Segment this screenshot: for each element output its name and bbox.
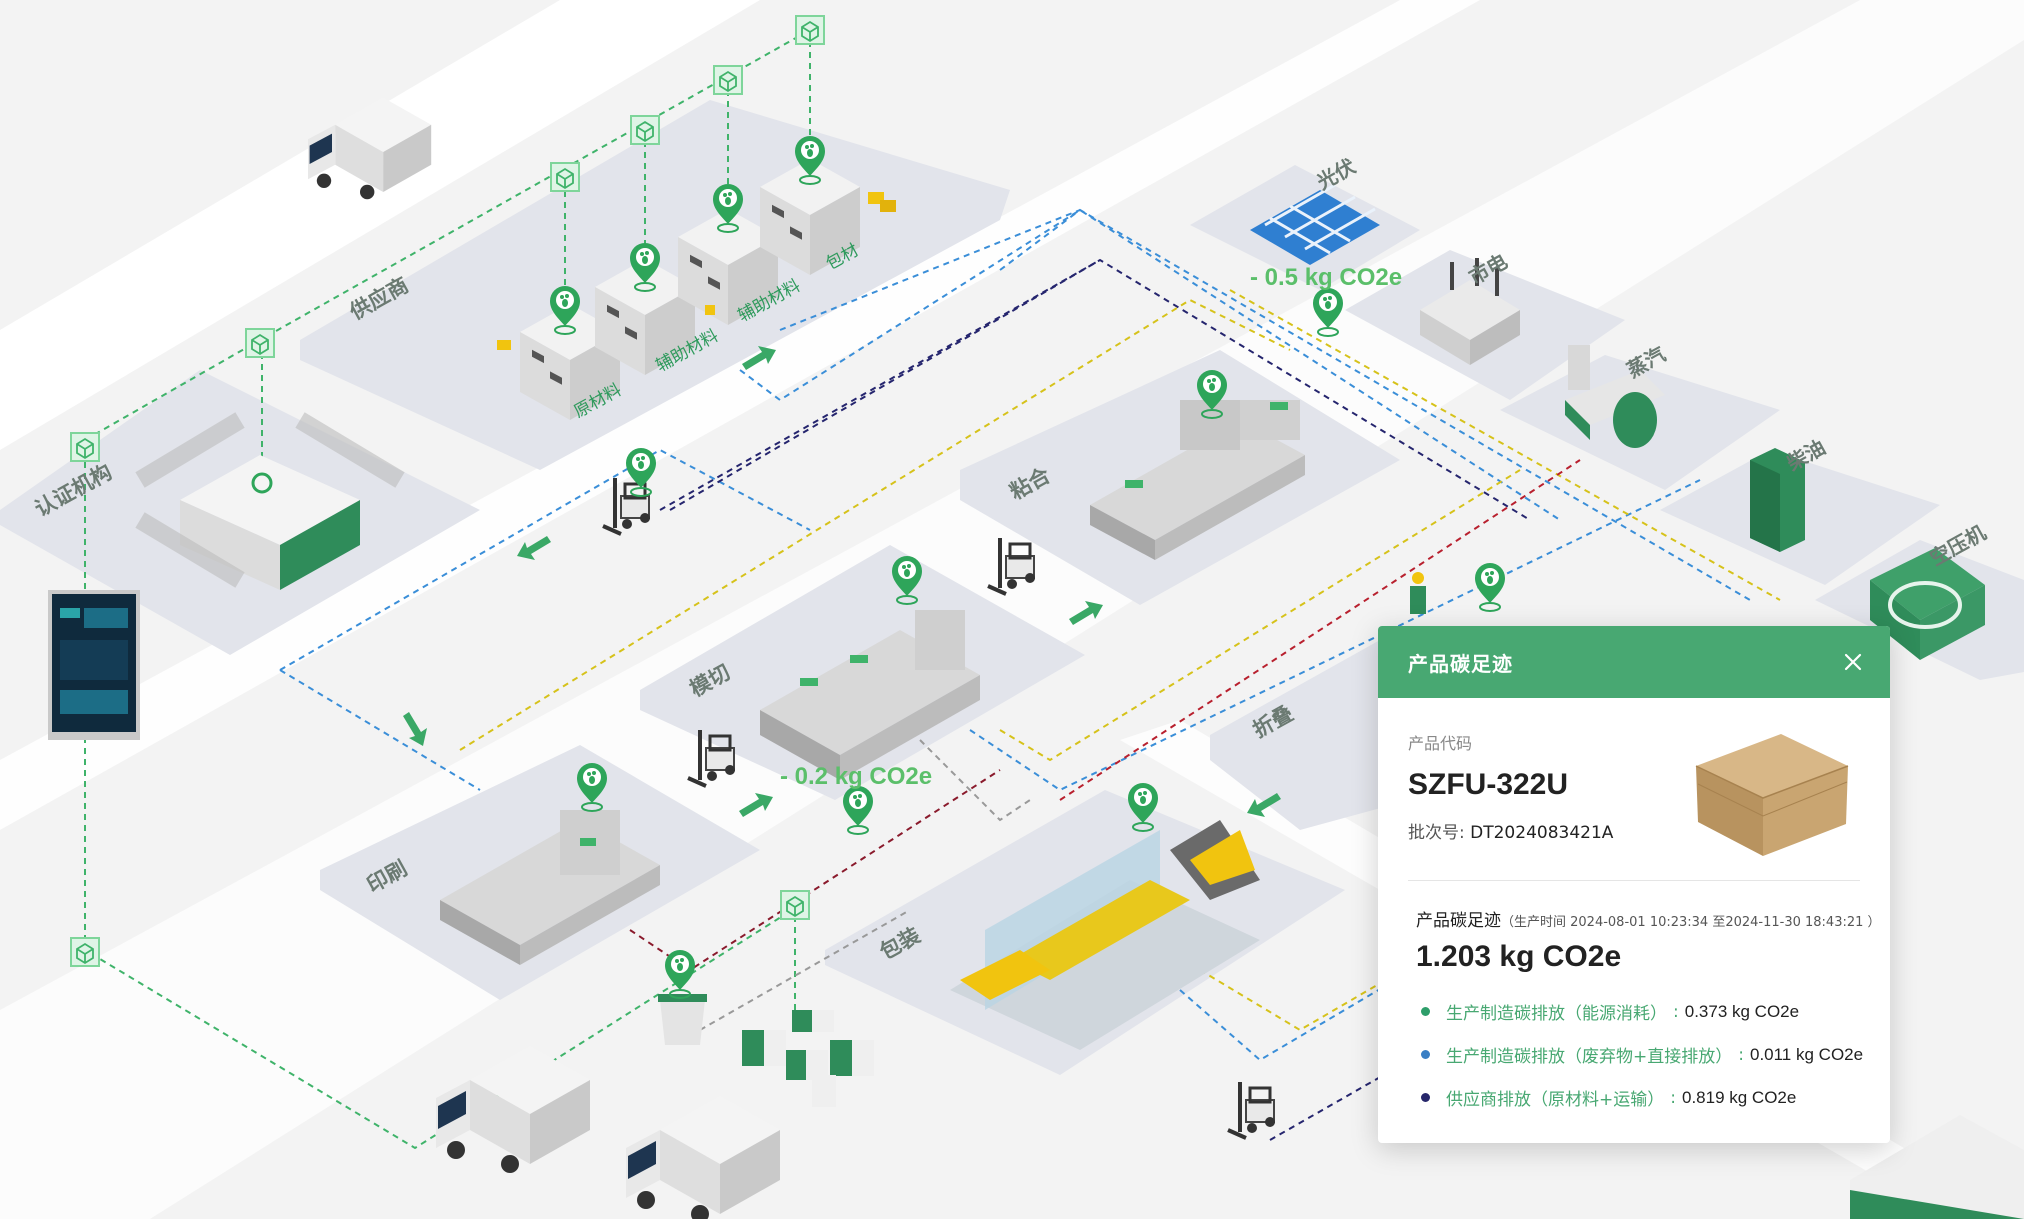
close-icon <box>1844 653 1862 671</box>
list-item: 生产制造碳排放（废弃物+直接排放） : 0.011 kg CO2e <box>1416 1033 1863 1076</box>
bonding-machine <box>1090 400 1305 560</box>
footprint-breakdown: 生产制造碳排放（能源消耗） : 0.373 kg CO2e 生产制造碳排放（废弃… <box>1416 990 1863 1119</box>
compressor-tank <box>1870 548 1985 660</box>
batch-row: 批次号: DT2024083421A <box>1408 818 1613 843</box>
product-box-image <box>1695 734 1849 856</box>
footprint-label: 产品碳足迹 <box>1416 911 1501 931</box>
batch-label: 批次号: <box>1408 823 1465 843</box>
solar-panels <box>1250 183 1380 265</box>
diecut-machine <box>760 610 980 780</box>
item-value: 0.011 kg CO2e <box>1749 1044 1864 1064</box>
close-button[interactable] <box>1838 647 1868 677</box>
boiler <box>1565 345 1665 448</box>
item-separator: : <box>1738 1044 1744 1065</box>
energy-dot <box>1421 1007 1430 1016</box>
item-separator: : <box>1673 1001 1679 1022</box>
list-item: 供应商排放（原材料+运输） : 0.819 kg CO2e <box>1416 1076 1863 1119</box>
folding-platform <box>1210 640 1410 830</box>
diesel-can <box>1750 448 1805 552</box>
modal-divider <box>1408 880 1860 881</box>
waste-dot <box>1421 1050 1430 1059</box>
co2-label-diecut: - 0.2 kg CO2e <box>780 763 932 790</box>
list-item: 生产制造碳排放（能源消耗） : 0.373 kg CO2e <box>1416 990 1863 1033</box>
supplier-dot <box>1421 1093 1430 1102</box>
footprint-time: （生产时间 2024-08-01 10:23:34 至2024-11-30 18… <box>1501 915 1881 930</box>
packaging-machine <box>950 820 1260 1050</box>
item-value: 0.819 kg CO2e <box>1681 1087 1797 1107</box>
item-name: 供应商排放（原材料+运输） <box>1446 1090 1665 1110</box>
carbon-footprint-modal: 产品碳足迹 产品代码 SZFU-322U 批次号: DT2024083421A … <box>1378 626 1890 1143</box>
product-code: SZFU-322U <box>1408 768 1569 801</box>
item-name: 生产制造碳排放（废弃物+直接排放） <box>1446 1047 1733 1067</box>
footprint-total: 1.203 kg CO2e <box>1416 940 1622 973</box>
item-value: 0.373 kg CO2e <box>1684 1001 1800 1021</box>
transformer <box>1420 258 1520 365</box>
footprint-header: 产品碳足迹（生产时间 2024-08-01 10:23:34 至2024-11-… <box>1416 906 1881 931</box>
item-separator: : <box>1670 1087 1676 1108</box>
modal-header: 产品碳足迹 <box>1378 626 1890 698</box>
printing-machine <box>440 810 660 965</box>
modal-title: 产品碳足迹 <box>1408 651 1513 676</box>
item-name: 生产制造碳排放（能源消耗） <box>1446 1004 1667 1024</box>
product-code-label: 产品代码 <box>1408 734 1473 753</box>
co2-label-solar: - 0.5 kg CO2e <box>1250 264 1402 291</box>
batch-number: DT2024083421A <box>1470 823 1614 843</box>
